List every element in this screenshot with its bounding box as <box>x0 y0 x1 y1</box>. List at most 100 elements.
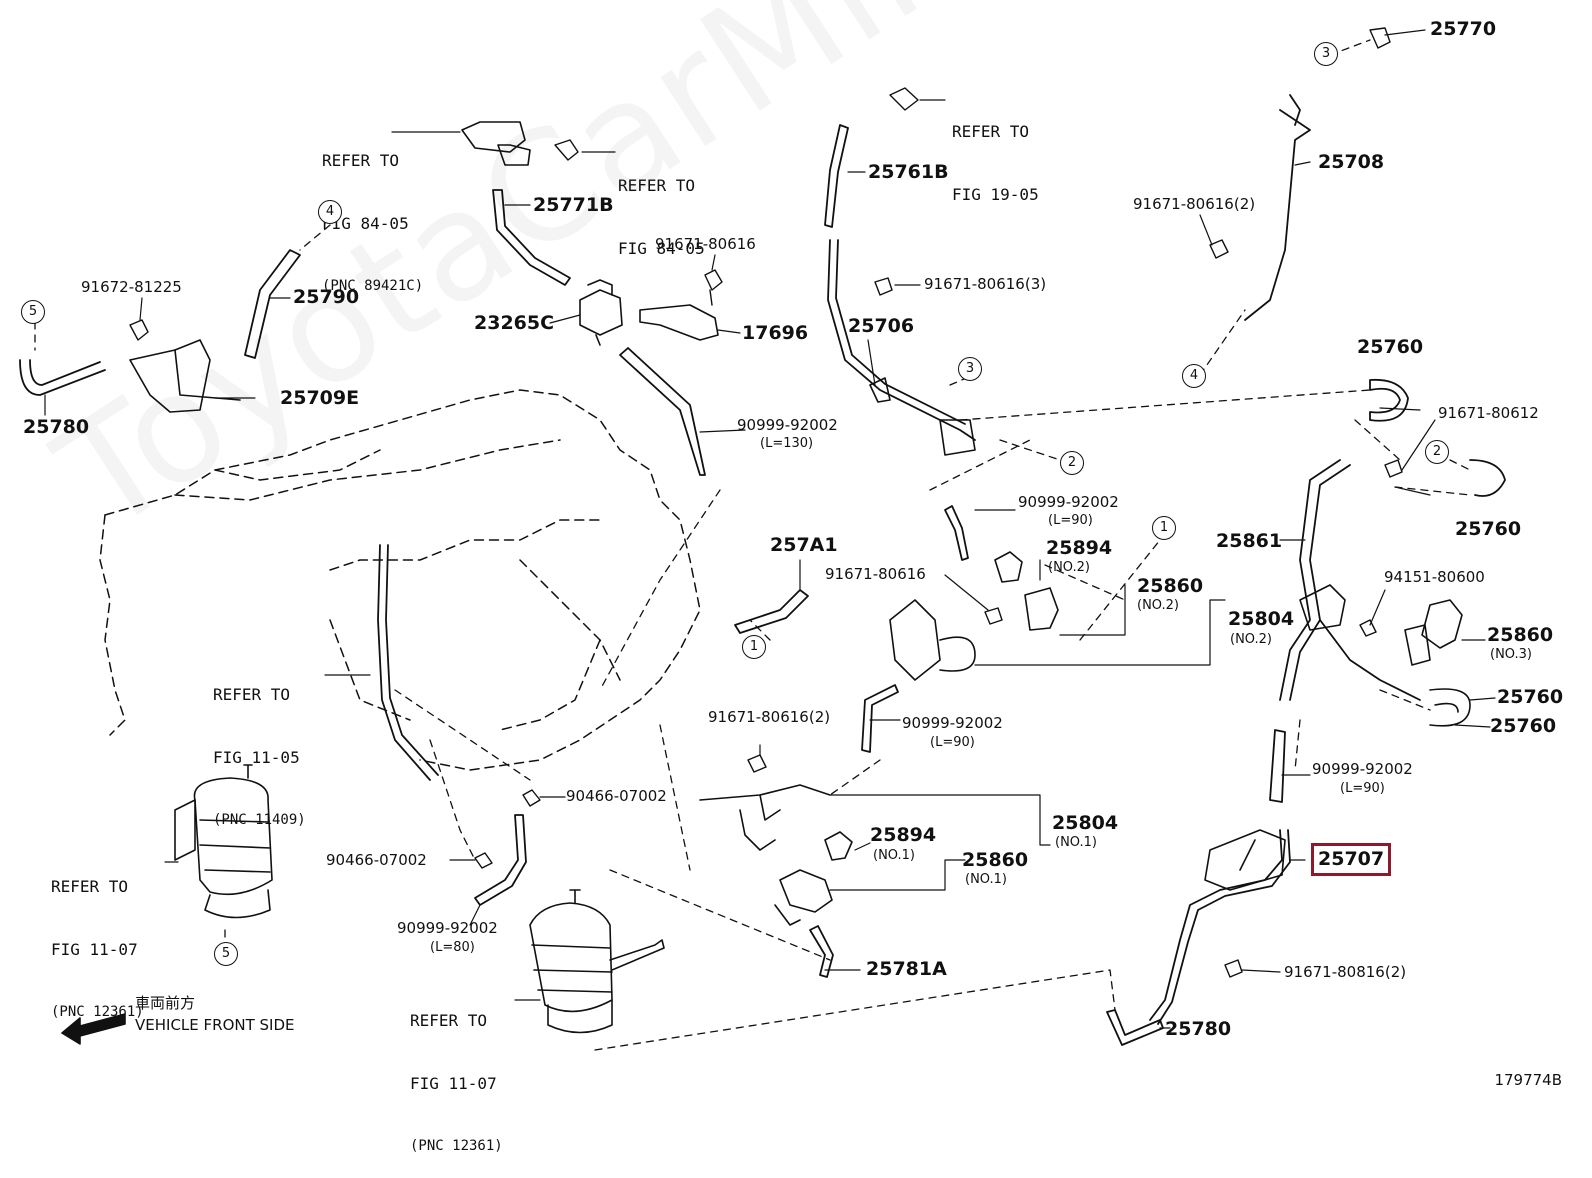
part-label-91671-80616-mid[interactable]: 91671-80616 <box>825 565 926 583</box>
front-direction-en: VEHICLE FRONT SIDE <box>135 1016 295 1034</box>
part-label-25780-right[interactable]: 25780 <box>1165 1018 1232 1040</box>
bracket-17696 <box>639 304 719 341</box>
leader-lines <box>34 39 1471 1051</box>
part-label-90466-07002-a[interactable]: 90466-07002 <box>566 787 667 805</box>
figure-number: 179774B <box>1494 1071 1562 1089</box>
part-label-25894-no2[interactable]: 25894 <box>1046 537 1113 559</box>
connection-marker-5-left: 5 <box>21 300 45 324</box>
reference-fig-84-05-bolt[interactable]: REFER TO FIG 84-05 <box>618 133 705 280</box>
part-label-25760-top[interactable]: 25760 <box>1357 336 1424 358</box>
front-direction-arrow <box>61 1013 126 1045</box>
connection-marker-4-left: 4 <box>318 200 342 224</box>
part-label-25894-no1[interactable]: 25894 <box>870 824 937 846</box>
ref-line: REFER TO <box>213 685 291 704</box>
connection-marker-3-top: 3 <box>1314 42 1338 66</box>
part-label-25804-no2[interactable]: 25804 <box>1228 608 1295 630</box>
part-label-91671-80816-2[interactable]: 91671-80816(2) <box>1284 963 1407 981</box>
part-label-90999-92002-l130[interactable]: 90999-92002 <box>737 416 838 434</box>
reference-fig-11-05[interactable]: REFER TO FIG 11-05 (PNC 11409) <box>213 642 306 852</box>
reference-fig-11-07-left[interactable]: REFER TO FIG 11-07 (PNC 12361) <box>51 834 144 1044</box>
engine-outline <box>99 389 701 771</box>
bolts <box>129 27 1403 978</box>
hose-routing-diagram <box>19 27 1506 1051</box>
ref-line: REFER TO <box>51 877 129 896</box>
part-label-25706[interactable]: 25706 <box>848 315 915 337</box>
ref-pnc: (PNC 12361) <box>51 1004 144 1020</box>
part-label-25770[interactable]: 25770 <box>1430 18 1497 40</box>
vsv-no1 <box>699 784 853 926</box>
bracket-25709E <box>129 339 241 413</box>
ref-pnc: (PNC 89421C) <box>322 278 424 294</box>
ref-pnc: (PNC 12361) <box>410 1138 503 1154</box>
part-label-25707-highlighted[interactable]: 25707 <box>1310 843 1392 876</box>
pressure-sensor <box>461 121 531 166</box>
engine-mount-bottom <box>529 889 665 1034</box>
ref-line: REFER TO <box>618 176 696 195</box>
bracket-25706 <box>869 377 976 456</box>
part-label-17696[interactable]: 17696 <box>742 322 809 344</box>
connection-marker-3-mid: 3 <box>958 357 982 381</box>
part-label-25708[interactable]: 25708 <box>1318 151 1385 173</box>
sublabel-l130: (L=130) <box>760 436 814 451</box>
sublabel-no2-25804: (NO.2) <box>1230 632 1272 647</box>
part-label-90999-92002-l80[interactable]: 90999-92002 <box>397 919 498 937</box>
ref-line: FIG 11-07 <box>51 940 138 959</box>
part-label-25860-no2[interactable]: 25860 <box>1137 575 1204 597</box>
sublabel-l90-lower: (L=90) <box>930 735 975 750</box>
connection-marker-1-right: 1 <box>1152 516 1176 540</box>
part-label-91671-80612[interactable]: 91671-80612 <box>1438 404 1539 422</box>
vsv-no2 <box>889 551 1059 681</box>
part-label-90999-92002-l90-upper[interactable]: 90999-92002 <box>1018 493 1119 511</box>
reference-fig-19-05[interactable]: REFER TO FIG 19-05 <box>952 79 1039 226</box>
engine-mount-left <box>174 764 273 919</box>
reference-fig-84-05-sensor[interactable]: REFER TO FIG 84-05 (PNC 89421C) <box>322 108 423 318</box>
ref-line: REFER TO <box>322 151 400 170</box>
part-label-90999-92002-l90-right[interactable]: 90999-92002 <box>1312 760 1413 778</box>
part-label-257A1[interactable]: 257A1 <box>770 534 838 556</box>
connection-marker-2-mid: 2 <box>1060 451 1084 475</box>
sublabel-l80: (L=80) <box>430 940 475 955</box>
part-label-25761B[interactable]: 25761B <box>868 161 949 183</box>
part-label-25780-left[interactable]: 25780 <box>23 416 90 438</box>
part-label-25760-mid[interactable]: 25760 <box>1455 518 1522 540</box>
connection-marker-5-bottom: 5 <box>214 942 238 966</box>
part-label-91671-80616-2-top[interactable]: 91671-80616(2) <box>1133 195 1256 213</box>
part-label-91671-80616[interactable]: 91671-80616 <box>655 235 756 253</box>
part-label-91671-80616-2-bottom[interactable]: 91671-80616(2) <box>708 708 831 726</box>
sublabel-no1-25894: (NO.1) <box>873 848 915 863</box>
ref-line: FIG 19-05 <box>952 185 1039 204</box>
connection-marker-1-low: 1 <box>742 635 766 659</box>
bracket-25861 <box>1299 584 1346 631</box>
solid-leaders <box>44 29 1496 1029</box>
fuel-filter-23265C <box>579 279 623 346</box>
ref-line: REFER TO <box>952 122 1030 141</box>
ref-line: FIG 84-05 <box>618 239 705 258</box>
ref-line: FIG 11-05 <box>213 748 300 767</box>
front-direction-jp: 車両前方 <box>135 994 196 1012</box>
reference-fig-11-07-bottom[interactable]: REFER TO FIG 11-07 (PNC 12361) <box>410 968 503 1178</box>
components <box>129 27 1471 1034</box>
sublabel-no2-25860: (NO.2) <box>1137 598 1179 613</box>
part-label-91672-81225[interactable]: 91672-81225 <box>81 278 182 296</box>
part-label-25860-no3[interactable]: 25860 <box>1487 624 1554 646</box>
sublabel-no3: (NO.3) <box>1490 647 1532 662</box>
ref-pnc: (PNC 11409) <box>213 812 306 828</box>
part-label-90466-07002-b[interactable]: 90466-07002 <box>326 851 427 869</box>
part-label-25804-no1[interactable]: 25804 <box>1052 812 1119 834</box>
part-label-25709E[interactable]: 25709E <box>280 387 360 409</box>
part-label-25760-bottom-2[interactable]: 25760 <box>1490 715 1557 737</box>
part-label-91671-80616-3[interactable]: 91671-80616(3) <box>924 275 1047 293</box>
part-label-25790[interactable]: 25790 <box>293 286 360 308</box>
part-label-25860-no1[interactable]: 25860 <box>962 849 1029 871</box>
part-label-90999-92002-l90-lower[interactable]: 90999-92002 <box>902 714 1003 732</box>
part-label-25771B[interactable]: 25771B <box>533 194 614 216</box>
sublabel-no1-25804: (NO.1) <box>1055 835 1097 850</box>
hose-lines <box>19 94 1506 1046</box>
part-label-25861[interactable]: 25861 <box>1216 530 1283 552</box>
part-label-94151-80600[interactable]: 94151-80600 <box>1384 568 1485 586</box>
part-label-25781A[interactable]: 25781A <box>866 958 947 980</box>
part-label-23265C[interactable]: 23265C <box>474 312 555 334</box>
sublabel-no2-25894: (NO.2) <box>1048 560 1090 575</box>
part-label-25760-bottom-1[interactable]: 25760 <box>1497 686 1564 708</box>
ref-line: FIG 11-07 <box>410 1074 497 1093</box>
